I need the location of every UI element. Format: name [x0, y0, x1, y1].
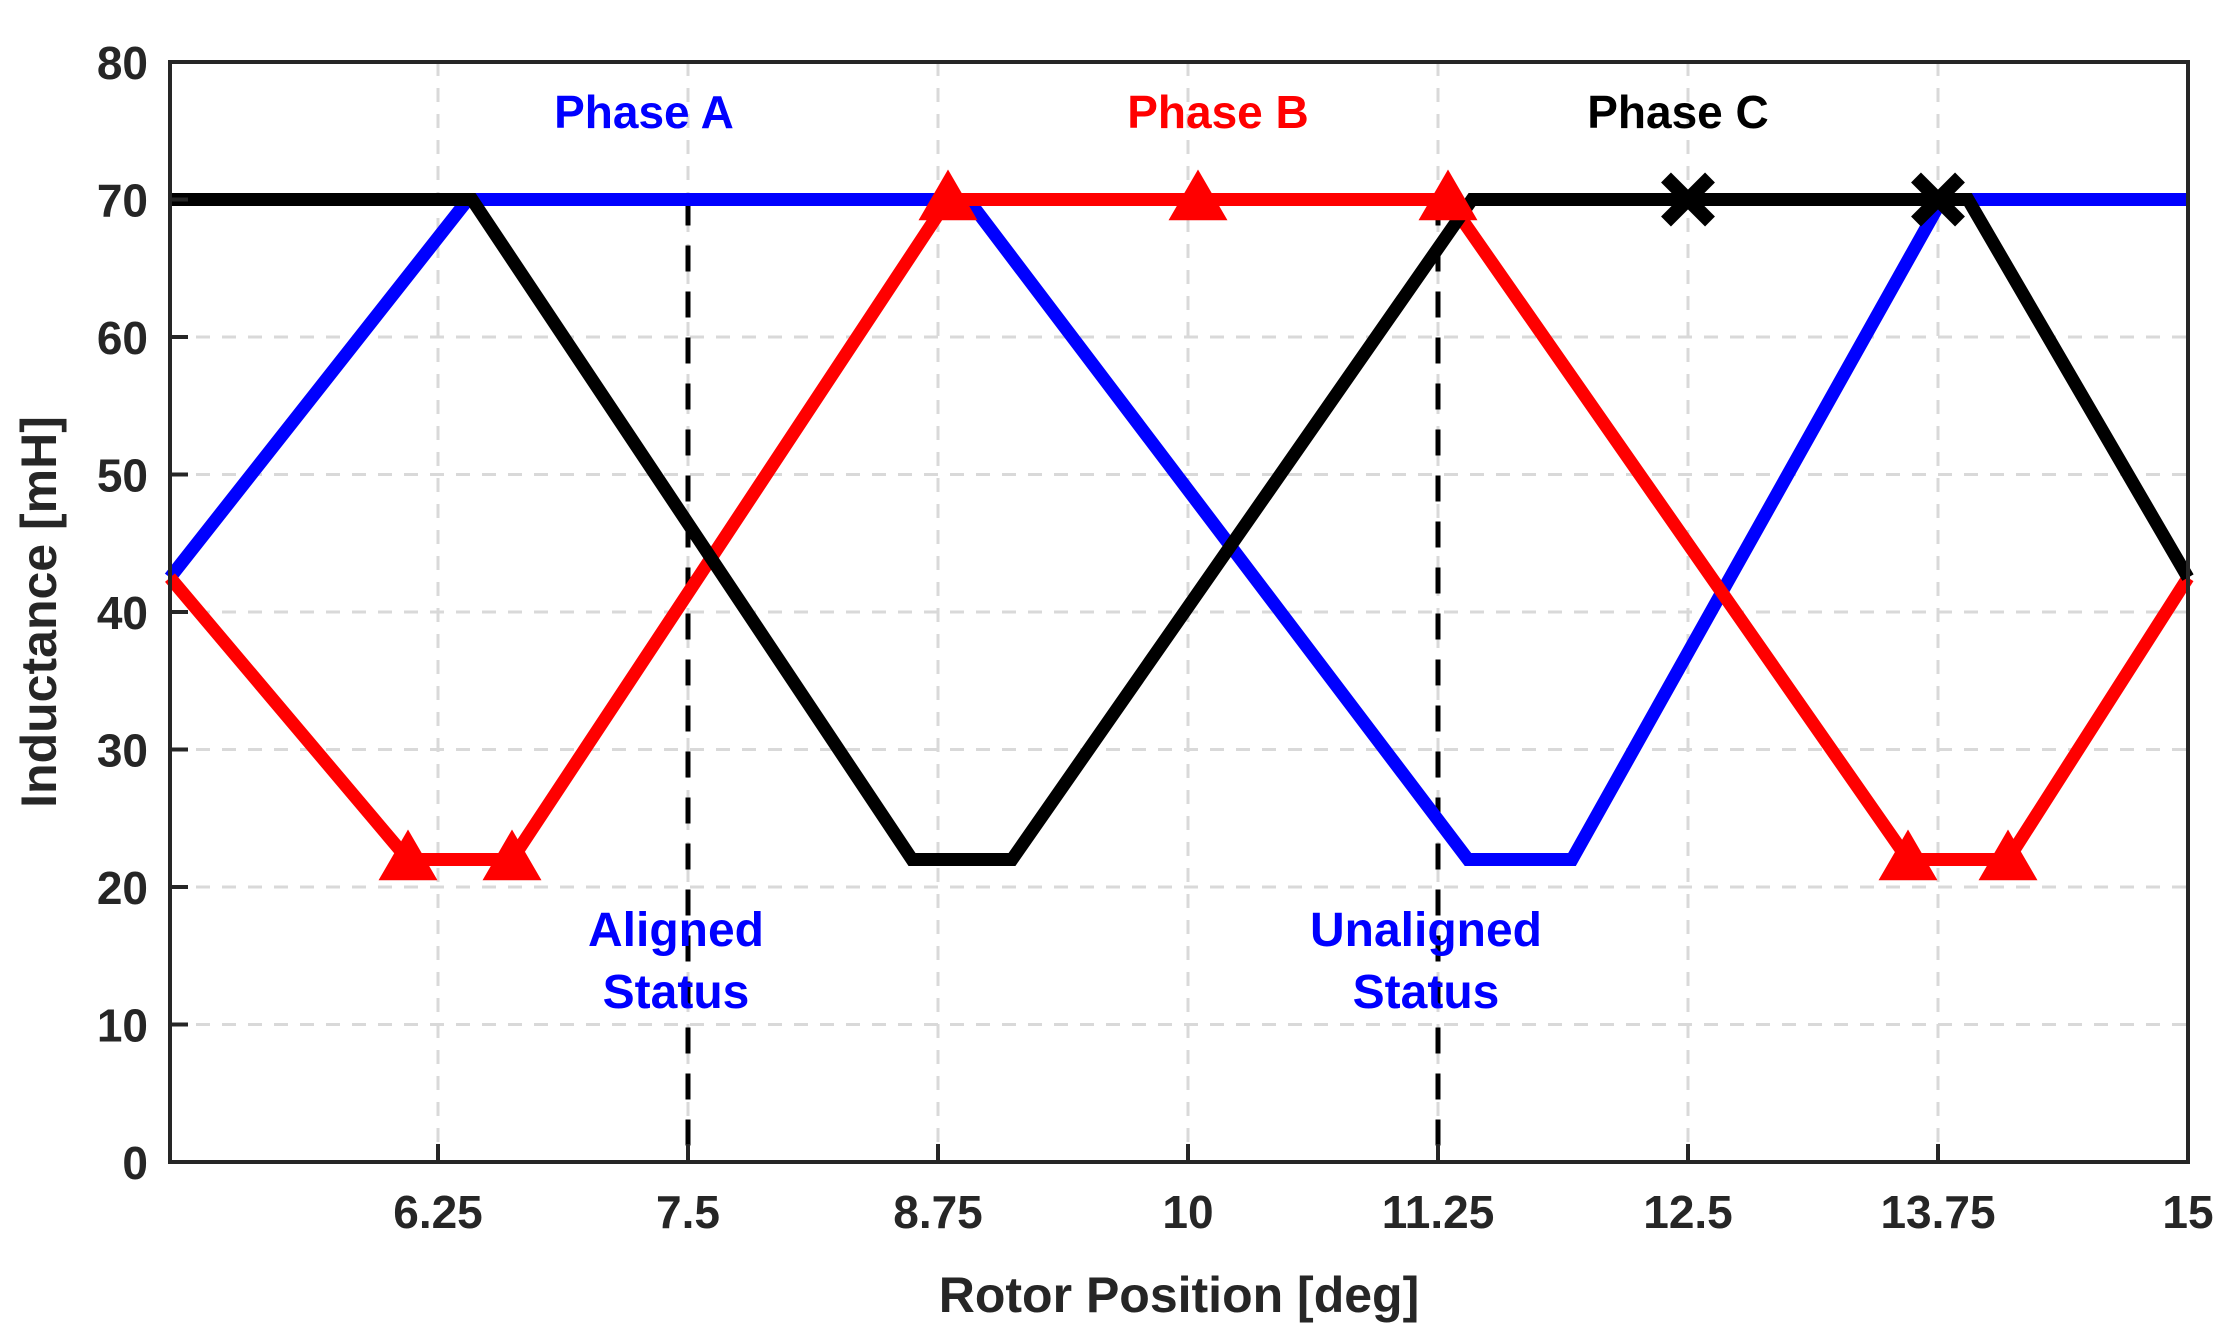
annotation-text-aligned: Status [603, 966, 750, 1019]
marker-triangle-phase-b [1168, 169, 1228, 221]
y-tick-label: 10 [97, 1000, 148, 1052]
y-tick-label: 30 [97, 725, 148, 777]
x-tick-label: 6.25 [393, 1186, 483, 1238]
x-tick-label: 10 [1162, 1186, 1213, 1238]
y-axis-title: Inductance [mH] [11, 416, 67, 808]
legend-label-phase-b: Phase B [1127, 86, 1309, 138]
marker-x-stroke [1911, 172, 1965, 227]
annotation-text-unaligned: Unaligned [1310, 904, 1542, 957]
legend: Phase A Phase B Phase C [554, 86, 1769, 138]
marker-triangle-phase-b [378, 829, 438, 881]
x-tick-label: 12.5 [1643, 1186, 1733, 1238]
marker-triangle-phase-b [1978, 829, 2038, 881]
x-tick-label: 7.5 [656, 1186, 720, 1238]
legend-label-phase-c: Phase C [1587, 86, 1769, 138]
marker-x-stroke [1661, 172, 1715, 227]
x-tick-label: 8.75 [893, 1186, 983, 1238]
y-tick-label: 70 [97, 175, 148, 227]
x-tick-label: 15 [2162, 1186, 2213, 1238]
x-axis-title: Rotor Position [deg] [939, 1267, 1420, 1323]
marker-group [378, 169, 2038, 881]
marker-x-phase-c [1661, 172, 1715, 227]
series-line-phase-c [170, 193, 2194, 866]
annotation-text-unaligned: Status [1353, 966, 1500, 1019]
y-tick-label: 0 [122, 1137, 148, 1189]
y-tick-label: 40 [97, 587, 148, 639]
marker-triangle-phase-b [918, 169, 978, 221]
y-tick-label: 50 [97, 450, 148, 502]
legend-label-phase-a: Phase A [554, 86, 734, 138]
x-tick-label: 11.25 [1382, 1186, 1495, 1238]
x-tick-label: 13.75 [1880, 1186, 1995, 1238]
y-tick-label: 80 [97, 37, 148, 89]
y-tick-label: 20 [97, 862, 148, 914]
marker-triangle-phase-b [1418, 169, 1478, 221]
annotation-lines [685, 199, 1441, 1162]
y-tick-label: 60 [97, 312, 148, 364]
marker-triangle-phase-b [1878, 829, 1938, 881]
marker-triangle-phase-b [482, 829, 542, 881]
ticks: 0 10 20 30 40 50 60 70 80 6.25 7.5 8.75 10 11.25 12.5 1… [97, 37, 2214, 1238]
marker-x-phase-c [1911, 172, 1965, 227]
annotation-text-aligned: Aligned [588, 904, 764, 957]
